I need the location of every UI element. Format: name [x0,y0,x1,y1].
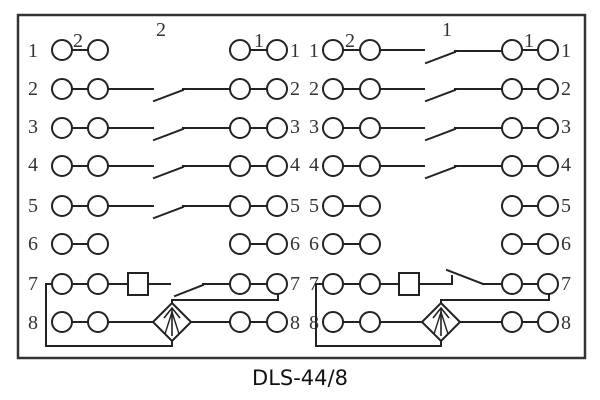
right-relay-group: 1 2 3 4 5 6 7 8 1 2 3 4 5 6 7 8 2 1 [309,30,571,347]
bridge-label: 2 [345,30,355,52]
pin-label: 1 [309,40,319,62]
pin-label: 5 [561,195,571,217]
pin-label: 3 [561,116,571,138]
pin-label: 5 [28,195,38,217]
pin-label: 6 [309,233,319,255]
pin-label: 8 [561,312,571,334]
right-group-right-pin-labels: 1 2 3 4 5 6 7 8 [561,40,571,334]
pin-label: 4 [28,154,38,176]
diagram-frame [16,13,587,360]
model-caption: DLS-44/8 [252,366,348,390]
pin-label: 3 [309,116,319,138]
pin-label: 7 [309,273,319,295]
pin-label: 6 [290,233,300,255]
coil-rectangle-icon [398,272,420,296]
pin-label: 3 [290,116,300,138]
pin-label: 8 [290,312,300,334]
bridge-label: 1 [254,30,264,52]
contact-row-7 [107,283,231,298]
pin-label: 8 [309,312,319,334]
pin-label: 1 [290,40,300,62]
group-label-right: 1 [442,19,452,41]
pin-label: 8 [28,312,38,334]
left-group-right-pin-labels: 1 2 3 4 5 6 7 8 [290,40,300,334]
pin-label: 7 [290,273,300,295]
pin-label: 1 [28,40,38,62]
pin-label: 4 [309,154,319,176]
bridge-label: 1 [524,30,534,52]
pin-label: 3 [28,116,38,138]
pin-label: 2 [28,78,38,100]
terminal-circle-icons [51,39,288,333]
contact-row-3 [107,127,231,142]
contact-row-2 [107,88,231,103]
contact-row-4 [107,165,231,180]
group-label-left: 2 [156,19,166,41]
pin-label: 4 [561,154,571,176]
pin-label: 2 [290,78,300,100]
pin-label: 5 [290,195,300,217]
pin-label: 7 [28,273,38,295]
rectifier-row-8 [45,283,279,347]
contact-row-4 [379,165,503,180]
pin-label: 6 [561,233,571,255]
right-group-left-pin-labels: 1 2 3 4 5 6 7 8 [309,40,319,334]
contact-row-3 [379,127,503,142]
coil-rectangle-icon [127,272,149,296]
pin-label: 1 [561,40,571,62]
contact-row-7-nc [379,268,503,286]
contact-row-5 [107,205,231,220]
pin-label: 2 [561,78,571,100]
left-group-left-pin-labels: 1 2 3 4 5 6 7 8 [28,40,38,334]
contact-row-2 [379,88,503,103]
pin-label: 7 [561,273,571,295]
contact-row-1 [379,49,503,65]
pin-label: 4 [290,154,300,176]
bridge-rectifier-diamond-icon [151,301,193,343]
pin-label: 6 [28,233,38,255]
bridge-rectifier-diamond-icon [420,301,462,343]
pin-label: 5 [309,195,319,217]
bridge-label: 2 [73,30,83,52]
left-relay-group: 1 2 3 4 5 6 7 8 1 2 3 4 5 6 7 8 2 1 [28,30,300,347]
terminal-circle-icons [322,39,559,333]
pin-label: 2 [309,78,319,100]
rectifier-row-8 [315,283,550,347]
